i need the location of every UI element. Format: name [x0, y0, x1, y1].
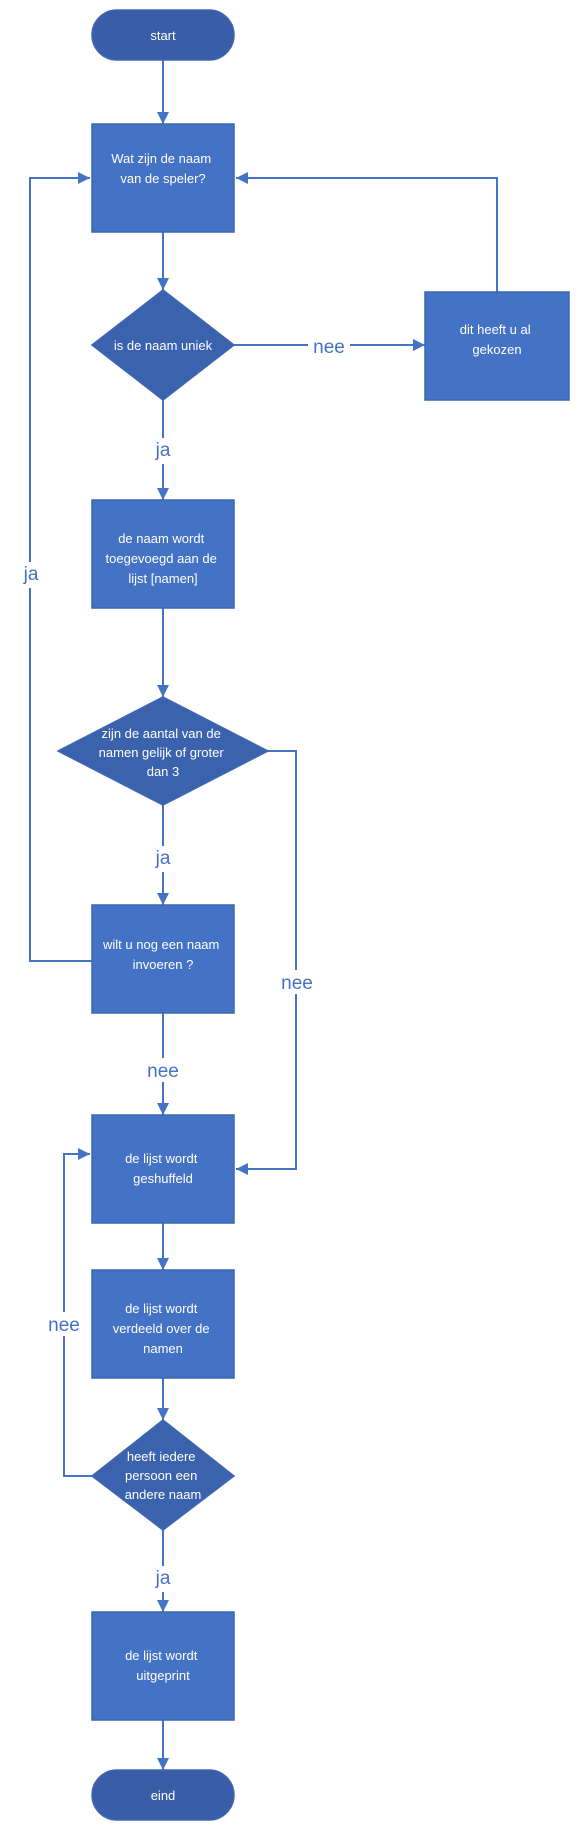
process-shape [91, 1269, 235, 1379]
edge-label-count-yes: ja [155, 848, 171, 869]
node-label: start [150, 28, 176, 43]
node-label-line: de lijst wordt [125, 1648, 198, 1663]
node-label-line: persoon een [125, 1468, 197, 1483]
node-label-line: heeft iedere [127, 1449, 196, 1464]
node-label-line: is de naam uniek [114, 338, 213, 353]
node-label-line: zijn de aantal van de [102, 726, 221, 741]
node-label-line: dit heeft u al [460, 322, 531, 337]
node-label-line: lijst [namen] [128, 571, 197, 586]
node-label-line: start [150, 28, 176, 43]
node-label: Wat zijn de naam van de speler? [111, 151, 215, 186]
node-label-line: de naam wordt [118, 531, 204, 546]
node-label-line: Wat zijn de naam [111, 151, 211, 166]
node-label: eind [151, 1788, 176, 1803]
node-label-line: gekozen [472, 342, 521, 357]
node-different-check: heeft iedere persoon een andere naam [90, 1419, 236, 1531]
process-shape [91, 904, 235, 1014]
node-label: is de naam uniek [114, 338, 213, 353]
node-label-line: verdeeld over de [113, 1321, 210, 1336]
node-unique-check: is de naam uniek [90, 289, 236, 401]
node-label-line: dan 3 [147, 764, 180, 779]
edge-already-chosen-to-ask-name [236, 172, 498, 292]
node-label: heeft iedere persoon een andere naam [125, 1449, 202, 1502]
node-start: start [91, 9, 235, 61]
edge-label-another-no: nee [147, 1061, 179, 1082]
edge-label-count-no: nee [281, 973, 313, 994]
edge-label-unique-yes: ja [155, 440, 171, 461]
node-label: de lijst wordt verdeeld over de namen [113, 1301, 213, 1356]
nodes: start Wat zijn de naam van de speler? is… [56, 9, 570, 1821]
node-label-line: invoeren ? [133, 957, 194, 972]
edge-labels: nee ja ja nee ja nee nee ja [16, 334, 350, 1592]
process-shape [91, 1611, 235, 1721]
node-label-line: toegevoegd aan de [106, 551, 217, 566]
node-label-line: van de speler? [120, 171, 205, 186]
process-shape [91, 1114, 235, 1224]
node-label-line: wilt u nog een naam [102, 937, 219, 952]
node-add-name: de naam wordt toegevoegd aan de lijst [n… [91, 499, 235, 609]
edge-count-check-to-shuffle [236, 750, 297, 1175]
node-label: zijn de aantal van de namen gelijk of gr… [99, 726, 228, 779]
node-already-chosen: dit heeft u al gekozen [424, 291, 570, 401]
node-label: de lijst wordt geshuffeld [125, 1151, 201, 1186]
node-divide: de lijst wordt verdeeld over de namen [91, 1269, 235, 1379]
terminal-shape [91, 9, 235, 61]
node-print: de lijst wordt uitgeprint [91, 1611, 235, 1721]
node-label-line: de lijst wordt [125, 1301, 198, 1316]
node-label: wilt u nog een naam invoeren ? [102, 937, 223, 972]
node-label-line: namen [143, 1341, 183, 1356]
decision-shape [56, 696, 270, 806]
edge-label-another-yes: ja [23, 564, 39, 585]
process-shape [91, 123, 235, 233]
node-count-check: zijn de aantal van de namen gelijk of gr… [56, 696, 270, 806]
node-ask-name: Wat zijn de naam van de speler? [91, 123, 235, 233]
decision-shape [90, 1419, 236, 1531]
node-end: eind [91, 1769, 235, 1821]
node-label: de lijst wordt uitgeprint [125, 1648, 201, 1683]
node-label: dit heeft u al gekozen [460, 322, 534, 357]
edge-label-different-yes: ja [155, 1568, 171, 1589]
node-label-line: uitgeprint [136, 1668, 190, 1683]
node-label-line: eind [151, 1788, 176, 1803]
decision-shape [90, 289, 236, 401]
process-shape [91, 499, 235, 609]
node-shuffle: de lijst wordt geshuffeld [91, 1114, 235, 1224]
node-label-line: geshuffeld [133, 1171, 193, 1186]
node-label-line: andere naam [125, 1487, 202, 1502]
edge-label-different-no: nee [48, 1315, 80, 1336]
process-shape [424, 291, 570, 401]
edge-label-unique-no: nee [313, 337, 345, 358]
terminal-shape [91, 1769, 235, 1821]
node-label-line: namen gelijk of groter [99, 745, 225, 760]
node-another-name: wilt u nog een naam invoeren ? [91, 904, 235, 1014]
node-label: de naam wordt toegevoegd aan de lijst [n… [106, 531, 221, 586]
node-label-line: de lijst wordt [125, 1151, 198, 1166]
